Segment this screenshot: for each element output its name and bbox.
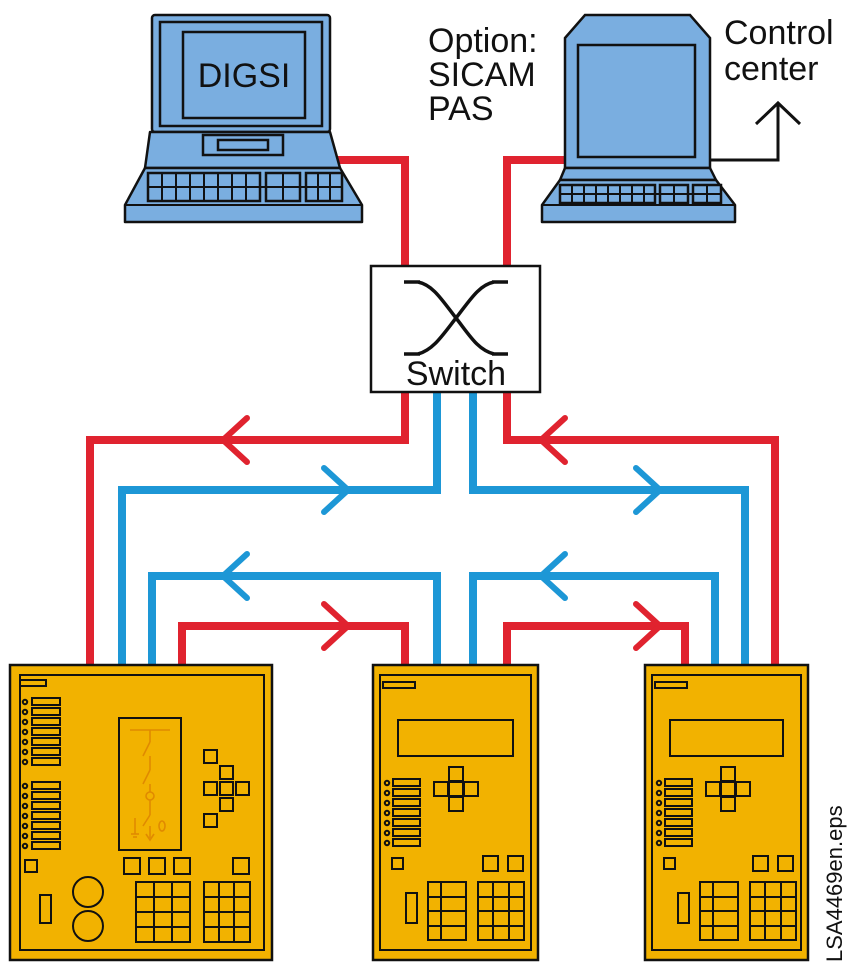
arrows xyxy=(220,415,663,651)
file-label: LSA4469en.eps xyxy=(822,805,847,962)
led-column-3 xyxy=(655,778,693,847)
svg-text:Option:: Option: xyxy=(428,22,538,60)
protection-device-1 xyxy=(8,663,274,962)
link-switch-device3-blue xyxy=(469,392,749,665)
arrow-right-icon xyxy=(321,601,351,651)
numeric-keypad xyxy=(427,881,525,941)
links xyxy=(86,156,779,665)
desktop-keyboard xyxy=(558,183,723,205)
desktop-option-label: Option: SICAM PAS xyxy=(428,22,538,128)
nav-keypad xyxy=(705,766,751,812)
lcd-display xyxy=(669,719,784,757)
single-line-diagram xyxy=(130,729,170,842)
link-switch-device1-red xyxy=(86,392,409,665)
arrow-right-icon xyxy=(321,465,351,515)
svg-text:center: center xyxy=(724,50,819,88)
svg-text:PAS: PAS xyxy=(428,90,494,128)
laptop-keyboard xyxy=(146,171,344,203)
protection-device-3 xyxy=(643,663,810,962)
led-column-2 xyxy=(383,778,421,847)
link-switch-device1-blue xyxy=(118,392,441,665)
control-center-label: Control center xyxy=(724,14,834,88)
single-line-display xyxy=(118,717,182,851)
link-device1-device2-blue xyxy=(148,572,441,665)
control-center-connector xyxy=(710,103,780,162)
arrow-right-icon xyxy=(633,465,663,515)
arrow-left-icon xyxy=(220,415,250,465)
protection-device-2 xyxy=(371,663,540,962)
link-desktop-switch xyxy=(503,156,566,266)
link-device2-device3-blue xyxy=(469,572,719,665)
arrow-left-icon xyxy=(220,551,250,601)
laptop-screen-label: DIGSI xyxy=(198,57,291,95)
arrow-right-icon xyxy=(633,601,663,651)
nav-keypad xyxy=(203,749,250,828)
arrow-left-icon xyxy=(538,415,568,465)
arrow-up-icon xyxy=(754,100,802,126)
network-switch: Switch xyxy=(369,264,542,394)
led-column-1 xyxy=(21,697,61,850)
laptop-icon: DIGSI xyxy=(123,13,364,224)
link-switch-device3-red xyxy=(503,392,779,665)
numeric-keypad xyxy=(699,881,797,941)
link-device1-device2-red xyxy=(178,622,409,665)
switch-label: Switch xyxy=(406,355,506,393)
numeric-keypad xyxy=(135,881,251,943)
lcd-display xyxy=(397,719,514,757)
nav-keypad xyxy=(433,766,479,812)
desktop-computer-icon xyxy=(540,13,802,224)
svg-text:Control: Control xyxy=(724,14,834,52)
link-device2-device3-red xyxy=(503,622,689,665)
arrow-left-icon xyxy=(538,551,568,601)
link-laptop-switch xyxy=(330,156,409,266)
svg-text:SICAM: SICAM xyxy=(428,56,536,94)
switch-cross-icon xyxy=(404,280,508,356)
